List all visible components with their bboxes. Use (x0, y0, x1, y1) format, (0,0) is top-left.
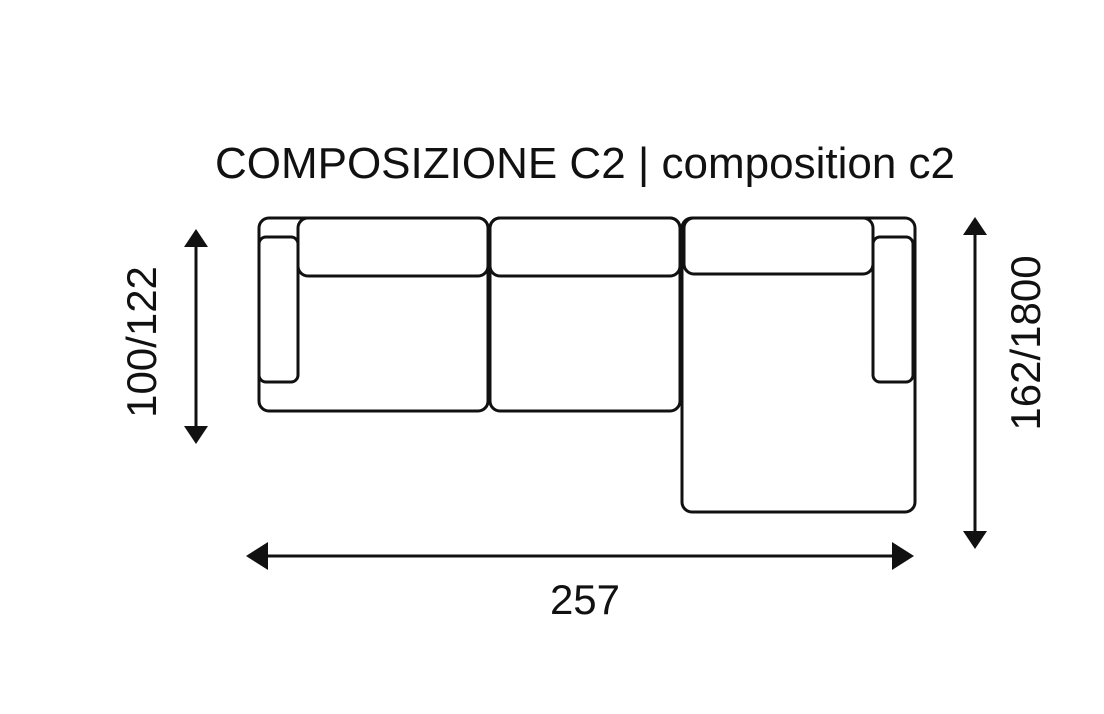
right-depth-label: 162/1800 (1002, 255, 1049, 430)
right-armrest (871, 235, 915, 384)
arrow-down-icon (184, 426, 208, 444)
composition-title: COMPOSIZIONE C2 | composition c2 (215, 139, 955, 188)
arrow-right-icon (892, 542, 914, 570)
sofa-plan (257, 216, 917, 514)
left-armrest (257, 235, 300, 384)
left-back-cushion (296, 216, 490, 278)
middle-back-cushion (488, 216, 682, 278)
arrow-up-icon (963, 217, 987, 235)
arrow-up-icon (184, 229, 208, 247)
middle-module (488, 216, 682, 413)
arrow-left-icon (246, 542, 268, 570)
chaise-back-cushion (682, 216, 875, 276)
dimension-arrows (184, 217, 987, 570)
left-depth-label: 100/122 (118, 266, 165, 418)
width-label: 257 (550, 576, 620, 623)
arrow-down-icon (963, 531, 987, 549)
